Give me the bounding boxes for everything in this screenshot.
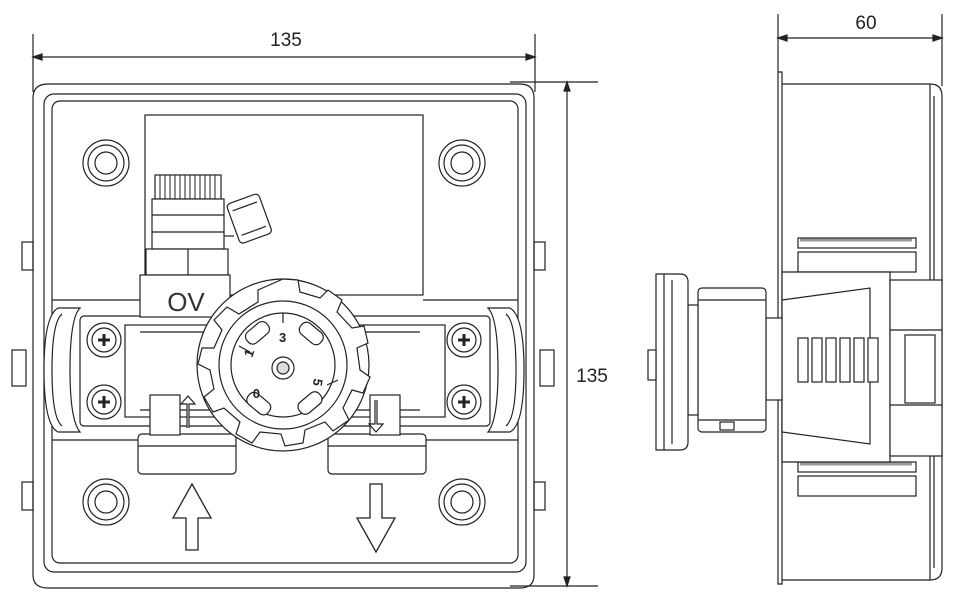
width-dimension-label: 135 <box>270 30 302 51</box>
port-label-3: 3 <box>279 330 286 345</box>
mounting-holes <box>82 139 486 526</box>
outlet-right <box>327 433 427 475</box>
port-label-0: 0 <box>253 386 260 401</box>
box-inner-frame <box>43 93 527 573</box>
side-handle-left <box>43 307 82 433</box>
vent-slots <box>797 337 879 383</box>
small-flow-arrows <box>179 395 385 433</box>
side-handle-right <box>486 307 525 433</box>
port-label-1: 1 <box>241 347 258 359</box>
mounting-hole-top-right <box>438 139 486 187</box>
valve-stem: OV <box>139 174 272 318</box>
outlet-nozzles <box>137 394 427 475</box>
depth-dimension: 60 <box>776 13 944 86</box>
height-dimension-label: 135 <box>576 366 608 387</box>
side-knob-profile <box>647 273 783 451</box>
mounting-hole-bottom-left <box>82 478 130 526</box>
screw-bottom-left <box>86 384 122 420</box>
side-view: 60 <box>647 13 944 585</box>
mounting-hole-top-left <box>82 139 130 187</box>
depth-dimension-label: 60 <box>855 13 876 34</box>
side-clips-profile <box>797 237 917 497</box>
screw-top-right <box>446 322 482 358</box>
phillips-screws <box>86 322 482 420</box>
width-dimension: 135 <box>31 30 537 92</box>
screw-top-left <box>86 322 122 358</box>
mounting-hole-bottom-right <box>438 478 486 526</box>
box-outer <box>32 83 535 589</box>
port-label-5: 5 <box>310 377 326 387</box>
flow-arrow-up-icon <box>171 482 213 551</box>
outlet-left <box>137 433 237 475</box>
rotary-selector-knob: 1 3 5 0 <box>196 278 371 452</box>
valve-brand-label: OV <box>167 287 205 317</box>
side-clips <box>11 241 555 511</box>
vent-plug <box>226 193 272 244</box>
flow-arrow-down-icon <box>355 483 397 554</box>
screw-bottom-right <box>446 384 482 420</box>
front-view: 135 135 <box>11 30 608 589</box>
height-dimension: 135 <box>510 80 608 588</box>
